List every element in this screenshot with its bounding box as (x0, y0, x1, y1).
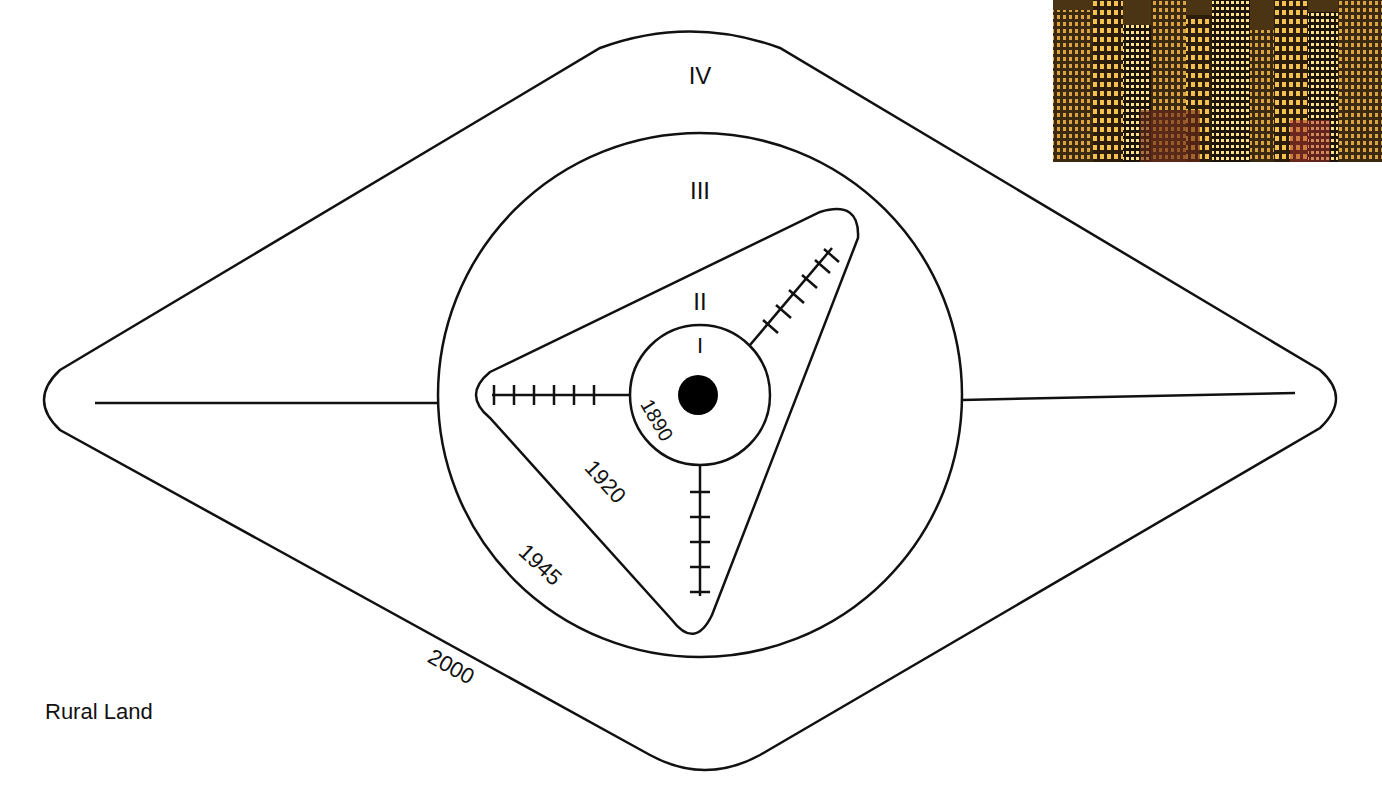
building (1250, 30, 1274, 162)
zone-boundary (476, 209, 858, 634)
rail-tick (802, 275, 817, 288)
zone-region: I1890 II 1920 III 1945 (438, 133, 962, 657)
rail-tick (763, 320, 778, 333)
rural-label: Rural Land (45, 701, 153, 723)
rail-tick (824, 249, 839, 262)
building (1093, 0, 1123, 162)
rail-tick (789, 290, 804, 303)
rail-tick (815, 260, 830, 273)
zone-outline (438, 133, 962, 657)
rail-tick (690, 566, 710, 569)
rail-track (699, 465, 702, 596)
zone-region: I1890 (630, 325, 770, 465)
city-center-dot (678, 375, 718, 415)
rail-track (492, 394, 630, 397)
zone-numeral: I (697, 335, 703, 357)
railway-line (492, 385, 630, 405)
building (1212, 0, 1250, 162)
highway-line (962, 393, 1295, 400)
rail-tick (533, 385, 536, 405)
rail-track (750, 248, 832, 345)
rail-tick (513, 385, 516, 405)
zone-boundary (44, 32, 1336, 771)
skyline-photo (1053, 0, 1382, 162)
zone-region: I1890 II 1920 (455, 195, 865, 655)
building (1338, 0, 1382, 162)
building (1140, 110, 1200, 162)
rail-tick (690, 591, 710, 594)
rail-tick (690, 541, 710, 544)
railway-line (750, 248, 839, 345)
year-label: 1945 (515, 540, 566, 589)
zone-region: I1890 II 1920 III 1945 IV 2000 (20, 10, 1365, 795)
zone-numeral: III (690, 179, 710, 203)
rail-tick (573, 385, 576, 405)
rail-tick (553, 385, 556, 405)
year-label: 1920 (580, 456, 629, 507)
zone-outline (20, 10, 1365, 795)
rail-tick (493, 385, 496, 405)
building (1290, 120, 1330, 162)
building (1053, 10, 1093, 162)
railway-line (690, 465, 710, 596)
zone-numeral: IV (689, 64, 712, 88)
rail-tick (593, 385, 596, 405)
photo-ground (1053, 0, 1382, 162)
route-lines (95, 248, 1295, 596)
zone-boundary (630, 325, 770, 465)
rail-tick (776, 305, 791, 318)
highway-line (95, 402, 438, 405)
zone-numeral: II (693, 290, 706, 314)
zone-boundary (438, 133, 962, 657)
rail-tick (690, 516, 710, 519)
year-label: 2000 (424, 646, 477, 689)
rail-tick (690, 491, 710, 494)
